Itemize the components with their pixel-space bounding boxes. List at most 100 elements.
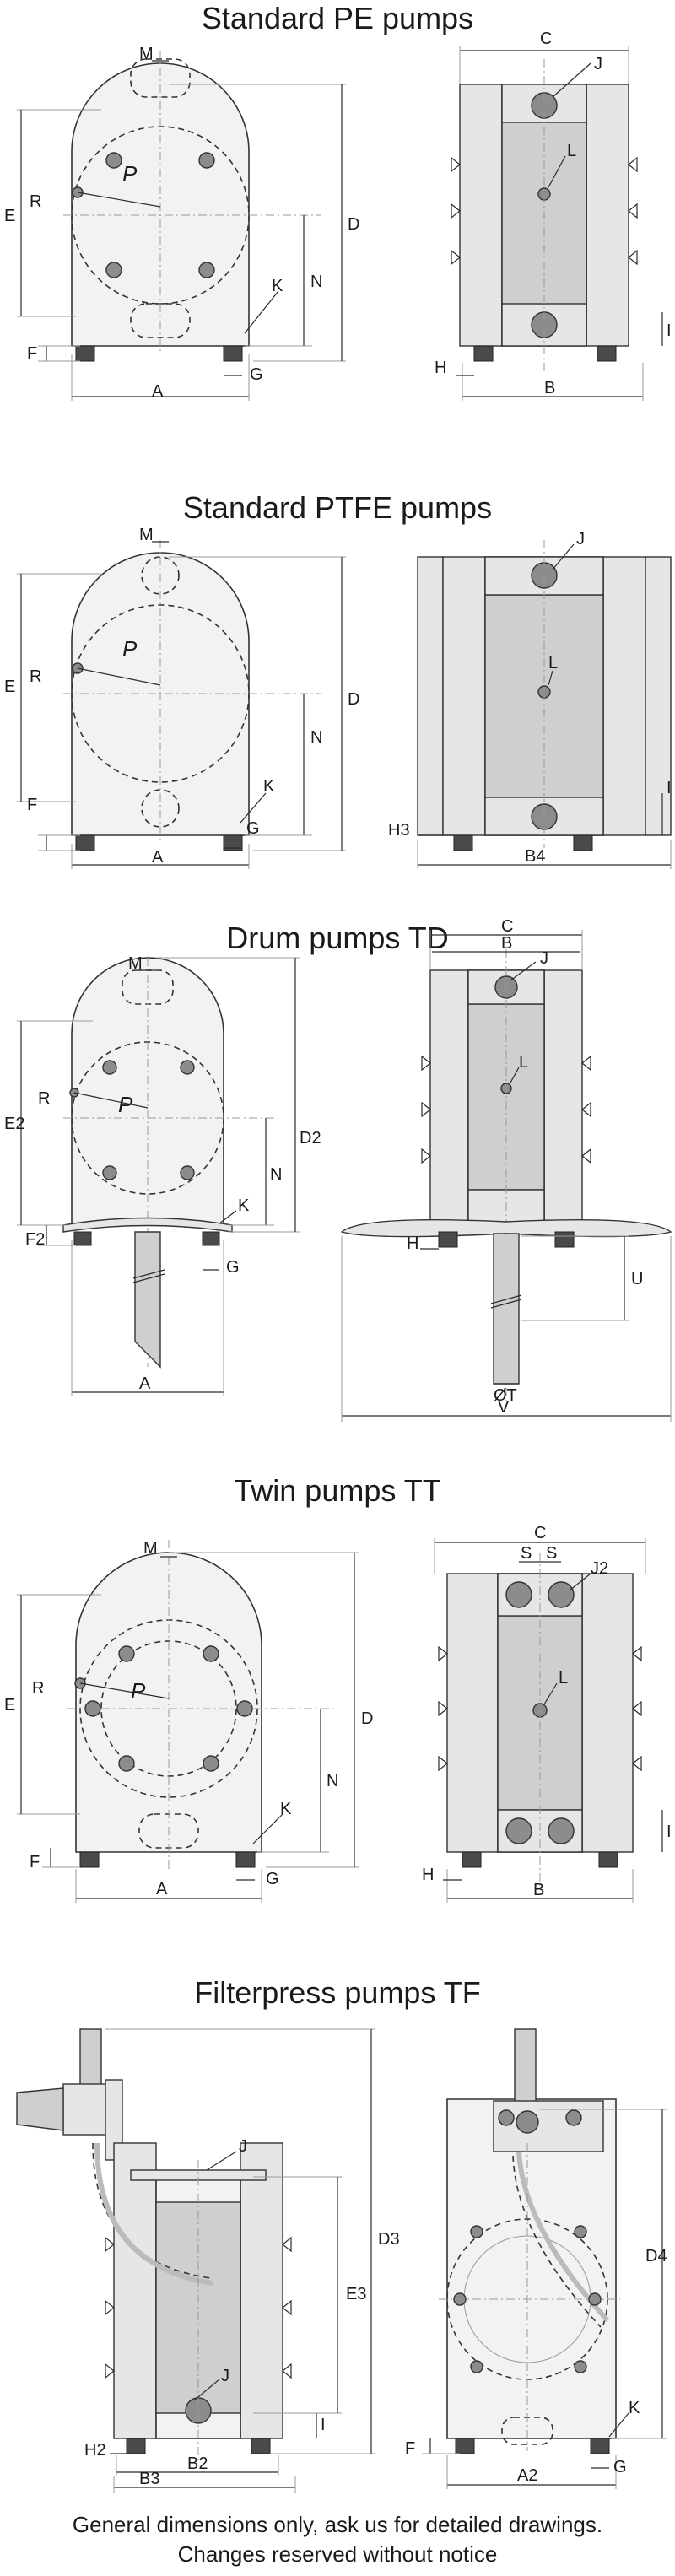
dim-label-G: G — [246, 819, 260, 838]
section-title: Standard PE pumps — [201, 1, 474, 35]
section-standard-ptfe: Standard PTFE pumps — [0, 489, 675, 894]
dim-label-A: A — [152, 382, 164, 401]
dim-label-L: L — [559, 1669, 568, 1688]
dim-label-L: L — [567, 142, 576, 160]
dim-label-I: I — [321, 2416, 326, 2434]
section-title: Filterpress pumps TF — [194, 1975, 481, 2010]
dim-label-V: V — [498, 1398, 510, 1417]
dim-label-J-bottom: J — [221, 2367, 230, 2385]
dim-label-D: D — [348, 690, 359, 709]
section-standard-pe: Standard PE pumps — [0, 0, 675, 422]
dim-label-T: ØT — [494, 1386, 517, 1405]
drum-front-view: M E2 R P D2 N K F2 G A — [4, 954, 321, 1396]
dim-label-S2: S — [546, 1544, 557, 1563]
dim-label-E: E — [4, 678, 15, 696]
section-title: Twin pumps TT — [234, 1473, 441, 1508]
dim-label-K: K — [263, 777, 275, 796]
pe-drawing: M E R P D N K F G A — [4, 30, 672, 401]
dim-label-D4: D4 — [645, 2247, 667, 2265]
drum-side-view: C B J L H U ØT V — [340, 920, 672, 1422]
dim-label-G: G — [250, 365, 263, 384]
ptfe-drawing: M E R P D N K F G A — [4, 526, 672, 869]
pe-front-view: M E R P D N K F G A — [4, 45, 359, 401]
dim-label-N: N — [310, 273, 322, 291]
dim-label-F: F — [27, 344, 37, 363]
dim-label-B4: B4 — [525, 847, 545, 866]
section-drum-pumps: Drum pumps TD — [0, 920, 675, 1426]
dim-label-B3: B3 — [139, 2470, 159, 2488]
twin-side-view: C S S J2 L I H B — [422, 1524, 672, 1903]
dim-label-R: R — [32, 1679, 44, 1698]
dim-label-A: A — [156, 1880, 168, 1898]
dim-label-P: P — [122, 161, 138, 186]
dim-label-K: K — [280, 1800, 292, 1818]
dim-label-I: I — [667, 1823, 672, 1841]
dim-label-M: M — [139, 526, 154, 544]
dim-label-M: M — [139, 45, 154, 63]
dim-label-H: H — [407, 1234, 418, 1253]
filterpress-side-view: J D3 E3 J I H2 B2 B3 — [16, 2028, 400, 2493]
dim-label-K: K — [272, 277, 284, 295]
dim-label-C: C — [501, 920, 513, 936]
dim-label-S1: S — [521, 1544, 532, 1563]
dim-label-E: E — [4, 207, 15, 225]
dim-label-G: G — [266, 1870, 279, 1888]
dim-label-E2: E2 — [4, 1115, 24, 1133]
dim-label-R: R — [38, 1089, 50, 1108]
dim-label-F2: F2 — [25, 1230, 45, 1249]
dim-label-H: H — [422, 1866, 434, 1884]
dim-label-A: A — [139, 1374, 151, 1393]
dim-label-B2: B2 — [187, 2454, 208, 2473]
dim-label-J: J — [239, 2137, 247, 2156]
dim-label-I: I — [667, 779, 672, 797]
twin-front-view: M E R P D N K F G A — [4, 1539, 373, 1903]
filterpress-front-view: D4 K F G A2 — [405, 2028, 667, 2489]
disclaimer-line-1: General dimensions only, ask us for deta… — [72, 2512, 603, 2537]
dim-label-D2: D2 — [300, 1129, 321, 1148]
dim-label-G: G — [226, 1258, 240, 1277]
dim-label-H2: H2 — [84, 2441, 106, 2460]
dim-label-J: J — [576, 530, 585, 548]
dim-label-F: F — [405, 2439, 415, 2458]
section-filterpress-pumps: Filterpress pumps TF — [0, 1974, 675, 2498]
dim-label-G: G — [613, 2458, 627, 2476]
dim-label-F: F — [30, 1853, 40, 1871]
drum-drawing: M E2 R P D2 N K F2 G A — [4, 920, 672, 1422]
dim-label-L: L — [548, 654, 558, 672]
dim-label-N: N — [310, 728, 322, 747]
twin-drawing: M E R P D N K F G A — [4, 1524, 672, 1903]
dim-label-P: P — [122, 636, 138, 662]
dim-label-M: M — [128, 954, 143, 973]
dim-label-R: R — [30, 667, 41, 686]
dim-label-K: K — [238, 1196, 250, 1215]
section-twin-pumps: Twin pumps TT — [0, 1472, 675, 1928]
dim-label-I: I — [667, 321, 672, 340]
dim-label-B: B — [544, 379, 555, 397]
dim-label-H: H — [435, 359, 446, 377]
dim-label-M: M — [143, 1539, 158, 1558]
dim-label-C: C — [534, 1524, 546, 1542]
section-title: Standard PTFE pumps — [182, 490, 493, 525]
dim-label-J: J — [594, 55, 602, 73]
dim-label-P: P — [131, 1678, 146, 1704]
dim-label-N: N — [270, 1165, 282, 1184]
ptfe-front-view: M E R P D N K F G A — [4, 526, 359, 869]
dim-label-H3: H3 — [388, 821, 410, 840]
dim-label-F: F — [27, 796, 37, 814]
disclaimer-line-2: Changes reserved without notice — [177, 2541, 498, 2567]
dim-label-C: C — [540, 30, 552, 48]
section-title: Drum pumps TD — [226, 921, 449, 955]
dim-label-E: E — [4, 1696, 15, 1715]
pe-side-view: C J L I H B — [435, 30, 672, 401]
dim-label-E3: E3 — [346, 2285, 366, 2303]
ptfe-side-view: J L I H3 B4 — [388, 530, 672, 869]
filterpress-drawing: J D3 E3 J I H2 B2 B3 — [16, 2028, 667, 2493]
dim-label-D: D — [361, 1709, 373, 1728]
dim-label-D: D — [348, 215, 359, 234]
dim-label-A: A — [152, 848, 164, 867]
dim-label-J: J — [540, 949, 548, 968]
dim-label-A2: A2 — [517, 2466, 537, 2485]
dim-label-U: U — [631, 1270, 643, 1288]
dim-label-B: B — [533, 1881, 544, 1899]
dim-label-K: K — [629, 2399, 640, 2417]
